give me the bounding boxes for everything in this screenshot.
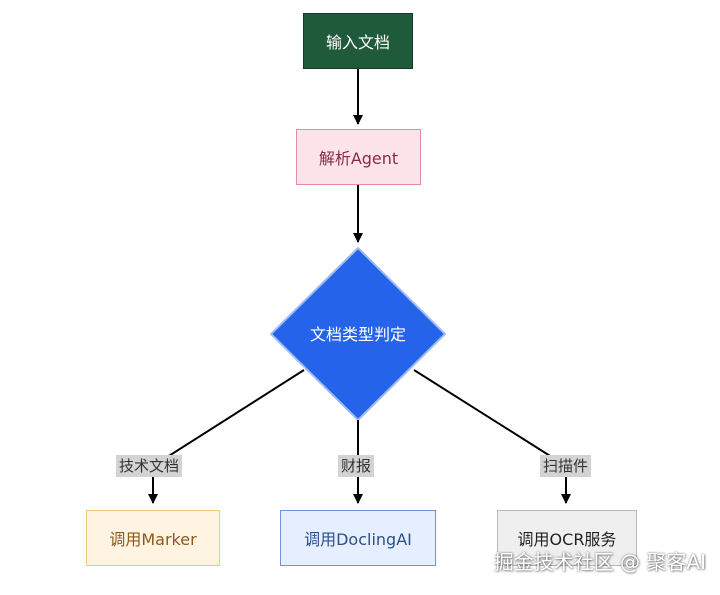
node-call-ocr: 调用OCR服务 — [497, 510, 637, 566]
node-input-document: 输入文档 — [303, 13, 413, 69]
edge-label-scan: 扫描件 — [540, 455, 592, 477]
node-parse-agent: 解析Agent — [296, 129, 421, 185]
node-ocr-label: 调用OCR服务 — [517, 530, 617, 549]
edge-label-tech-doc: 技术文档 — [116, 455, 183, 477]
edge-decision-to-ocr — [413, 369, 571, 504]
node-input-label: 输入文档 — [325, 33, 390, 52]
node-call-docling: 调用DoclingAI — [280, 510, 436, 566]
node-marker-label: 调用Marker — [109, 530, 197, 549]
decision-label: 文档类型判定 — [309, 325, 406, 344]
node-call-marker: 调用Marker — [86, 510, 220, 566]
node-docling-label: 调用DoclingAI — [304, 530, 412, 549]
edge-label-finance: 财报 — [338, 455, 375, 477]
watermark-text: 掘金技术社区 @ 聚客AI — [493, 550, 706, 574]
edge-decision-to-marker — [148, 369, 305, 504]
node-parse-label: 解析Agent — [318, 149, 399, 168]
